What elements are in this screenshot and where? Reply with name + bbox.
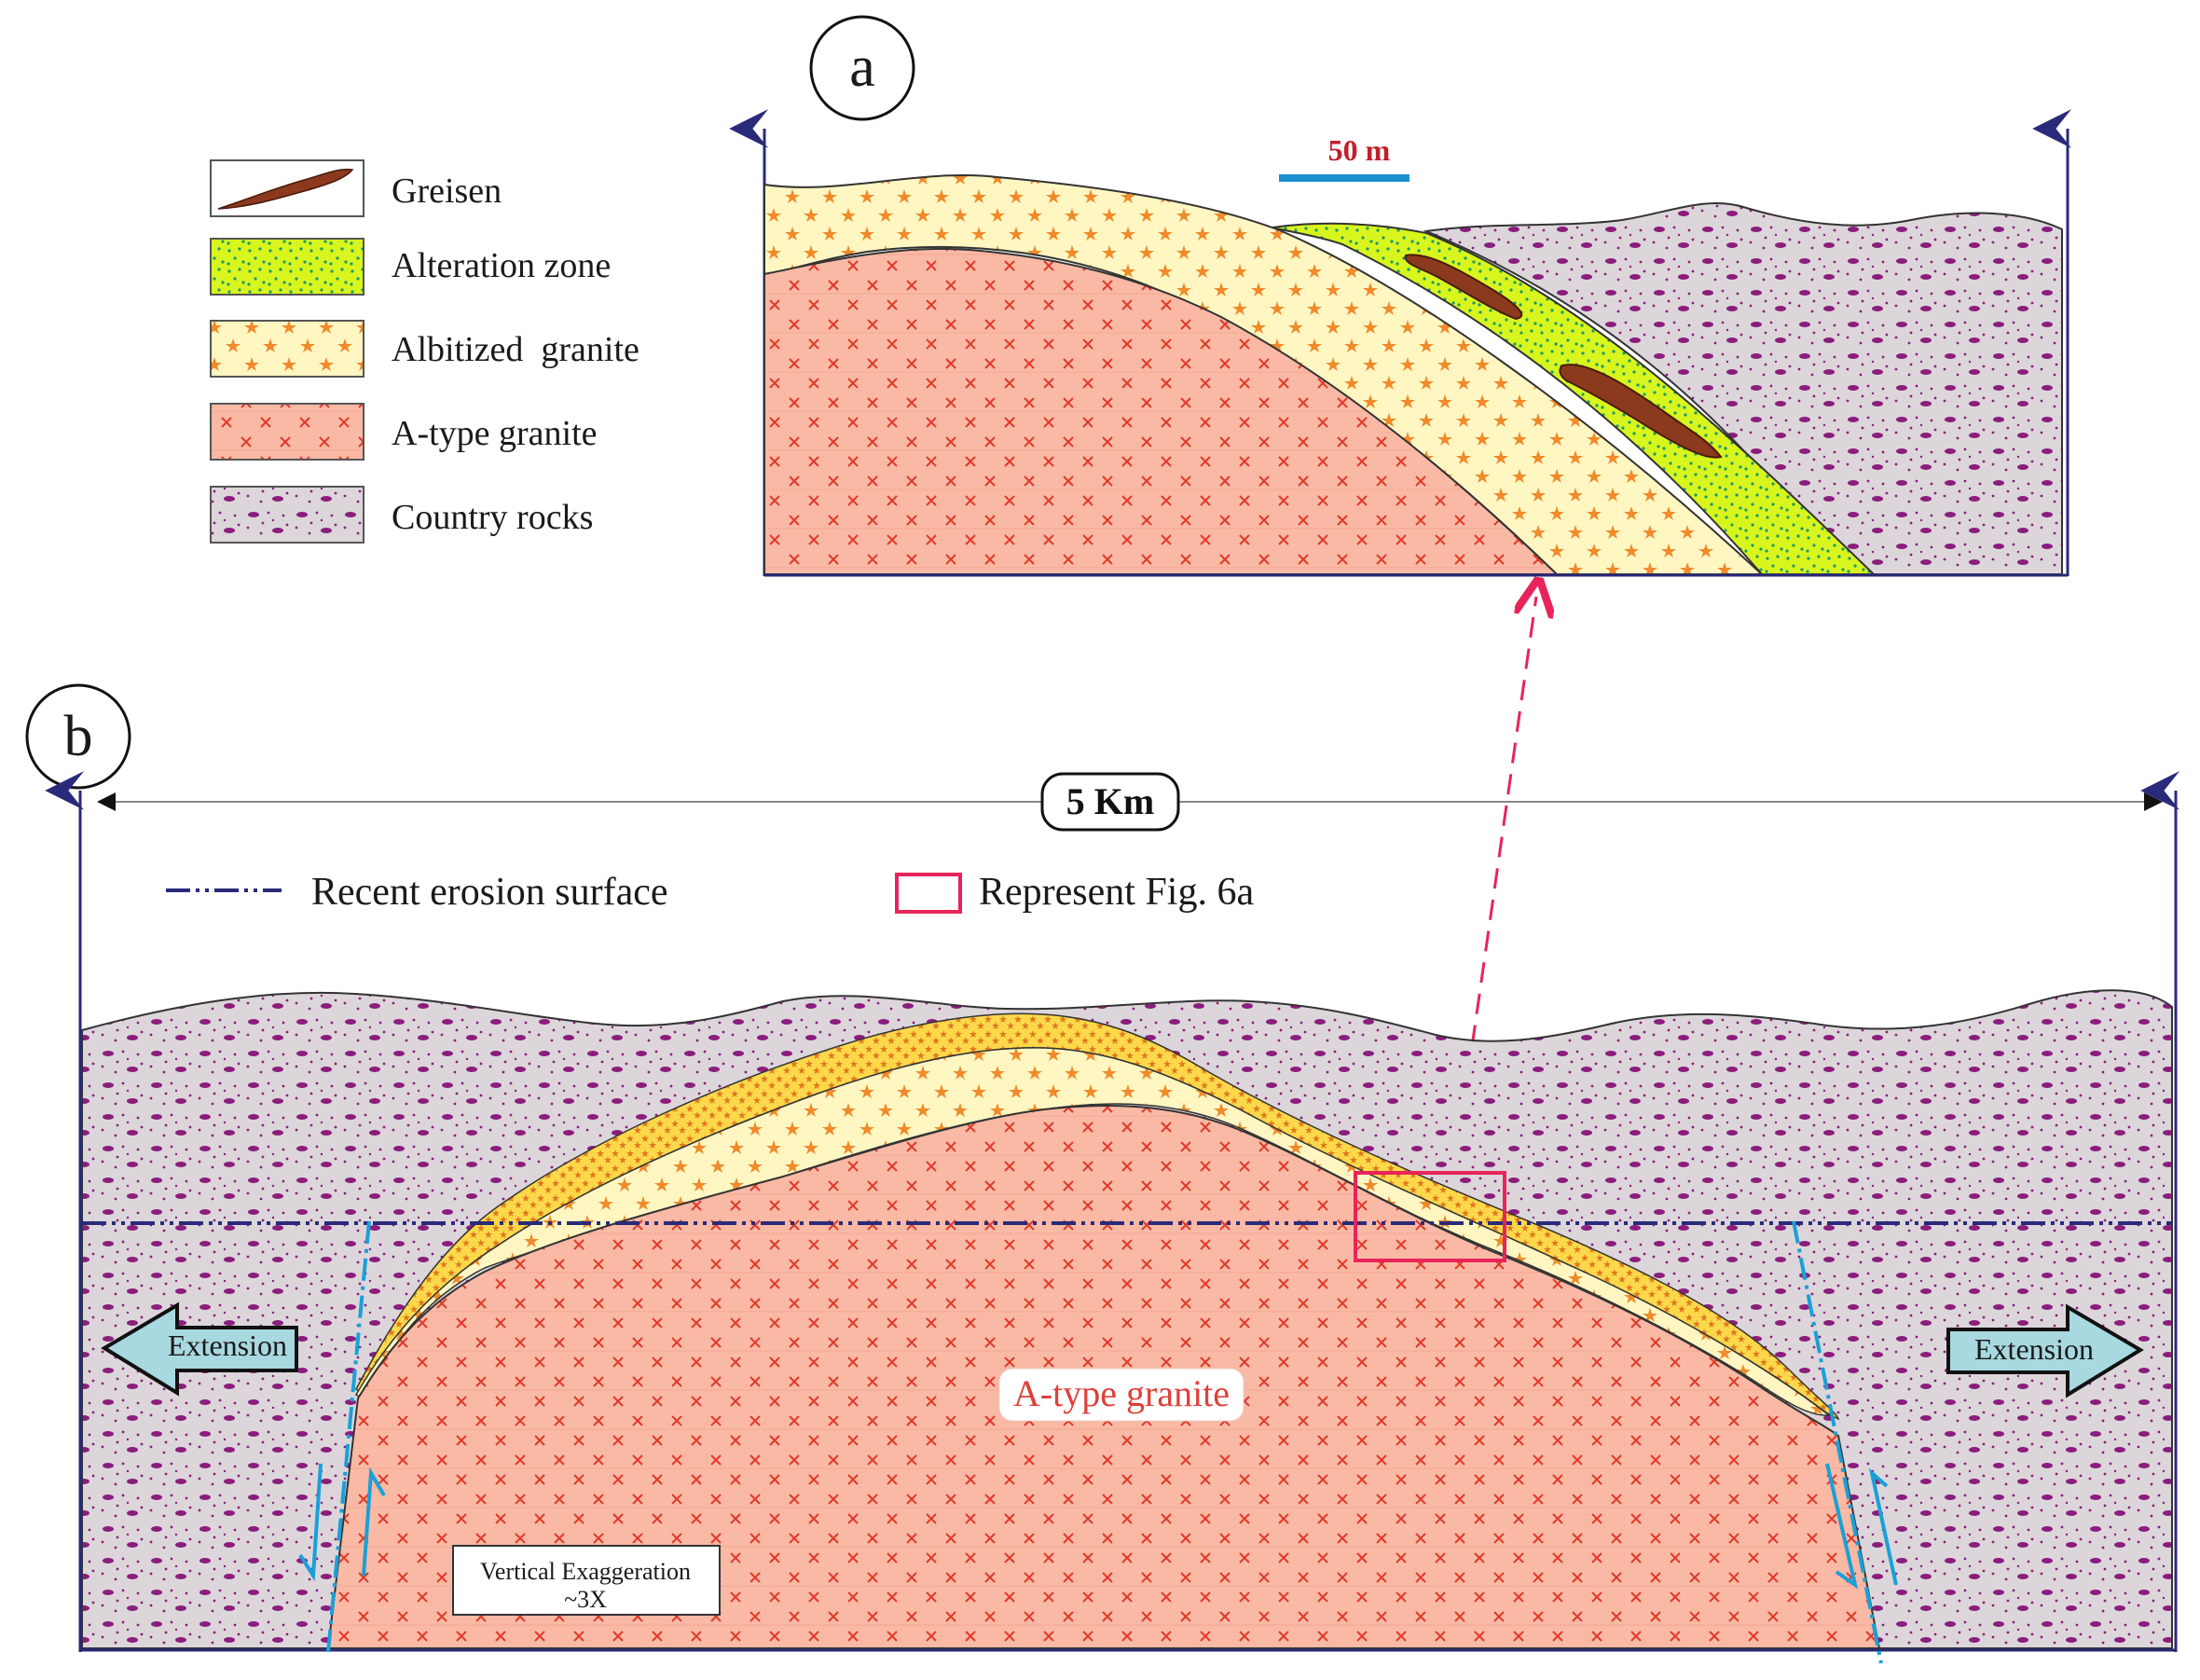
width-label-box [1040, 772, 1180, 832]
legend-swatch-country [210, 486, 364, 544]
exaggeration-line1: Vertical Exaggeration [480, 1558, 691, 1585]
right-extension-arrow [1946, 1303, 2144, 1398]
fig-6a-highlight-box [1354, 1171, 1506, 1262]
right-fault-sense-icon [1825, 1463, 1898, 1590]
legend-swatch-alteration [210, 238, 364, 296]
panel-a-scale-label: 50 m [1328, 133, 1391, 167]
granite-label: A-type granite [1013, 1372, 1230, 1414]
panel-a-country-rocks [1423, 202, 2063, 575]
exaggeration-line2: ~3X [564, 1586, 607, 1613]
legend-label-albitized: Albitized granite [392, 330, 639, 369]
width-label: 5 Km [1066, 780, 1154, 822]
legend-swatch-atype [210, 403, 364, 461]
panel-a: a 50 m [729, 15, 2072, 577]
legend-label-atype: A-type granite [392, 414, 598, 453]
legend-label-country: Country rocks [392, 498, 593, 537]
left-extension-arrow [101, 1301, 298, 1397]
panel-a-label: a [849, 35, 875, 99]
panel-a-albitized-granite [763, 173, 1765, 575]
panel-a-atype-granite [763, 247, 1560, 575]
panel-a-label-circle [809, 15, 915, 121]
left-extension-label: Extension [168, 1329, 287, 1362]
panel-a-greisen-vein-2 [1559, 364, 1723, 459]
legend-label-greisen: Greisen [392, 172, 502, 211]
legend-swatch-albitized [210, 320, 364, 378]
erosion-legend-label: Recent erosion surface [311, 871, 668, 914]
legend: Greisen Alteration zone Albitized granit… [210, 159, 639, 544]
left-fault [326, 1220, 371, 1653]
granite-label-box [998, 1368, 1244, 1422]
panel-a-greisen-vein-1 [1404, 254, 1523, 321]
panel-a-alteration-zone [1272, 222, 1877, 575]
greisen-swatch-icon [217, 168, 354, 210]
box-legend-swatch [895, 873, 962, 914]
right-extension-label: Extension [1974, 1332, 2094, 1366]
right-fault [1792, 1220, 1883, 1664]
box-legend-label: Represent Fig. 6a [979, 871, 1254, 914]
exaggeration-box [452, 1545, 721, 1616]
legend-label-alteration: Alteration zone [392, 246, 611, 285]
panel-b-label: b [64, 705, 93, 768]
left-fault-sense-icon [298, 1463, 386, 1582]
panel-b: b 5 Km Recent erosion surface Represent … [25, 683, 2180, 1664]
